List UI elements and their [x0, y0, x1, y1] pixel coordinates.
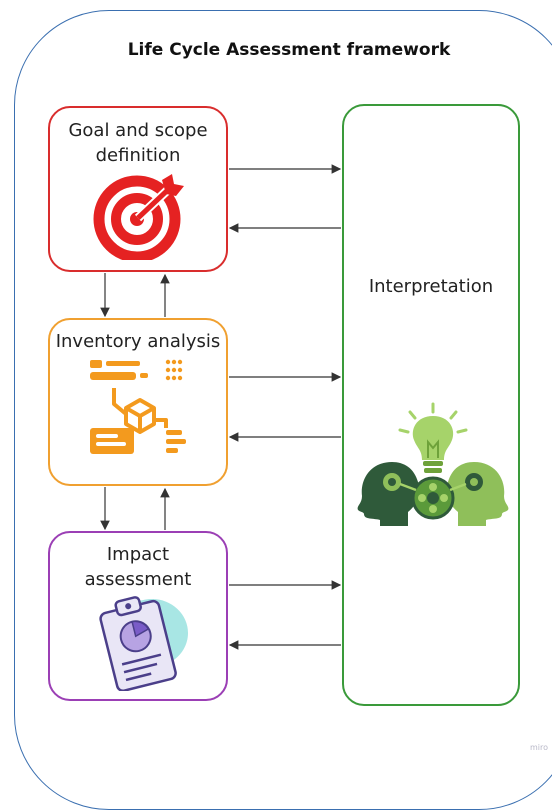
diagram-title: Life Cycle Assessment framework — [127, 40, 451, 60]
target-icon — [93, 174, 184, 260]
interpretation-label: Interpretation — [368, 276, 494, 297]
goal-scope-label-line2: definition — [95, 145, 181, 166]
goal-scope-box: Goal and scope definition — [48, 106, 228, 272]
interpretation-box: Interpretation — [342, 104, 520, 706]
minds-lightbulb-icon — [357, 402, 509, 526]
inventory-analysis-label: Inventory analysis — [55, 331, 221, 352]
clipboard-chart-icon — [99, 596, 188, 691]
impact-assessment-box: Impact assessment — [48, 531, 228, 701]
impact-assessment-label-line2: assessment — [84, 569, 192, 590]
data-flow-icon — [90, 359, 186, 454]
miro-watermark: miro — [529, 743, 548, 752]
goal-scope-label-line1: Goal and scope — [68, 120, 208, 141]
connector-arrows — [100, 164, 342, 650]
impact-assessment-label-line1: Impact — [106, 544, 170, 565]
inventory-analysis-box: Inventory analysis — [48, 318, 228, 486]
